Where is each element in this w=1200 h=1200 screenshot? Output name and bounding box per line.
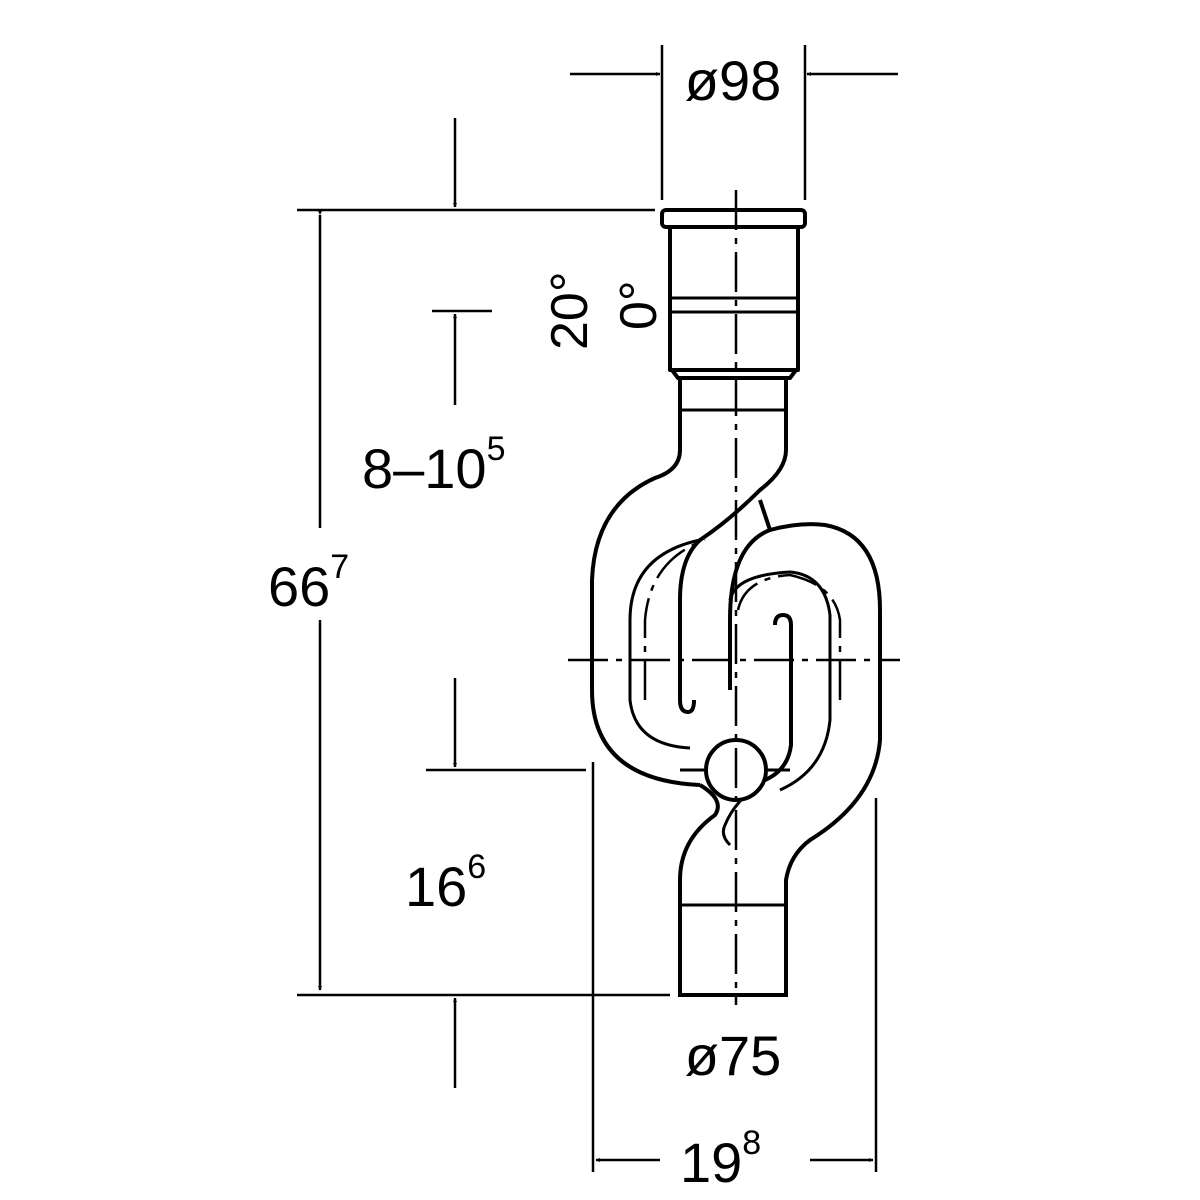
upper-bend-outer	[590, 378, 701, 787]
center-lines	[568, 190, 900, 1005]
bottom-diameter-label: ø75	[685, 1024, 782, 1087]
socket-neck	[670, 368, 798, 380]
top-diameter-label: ø98	[685, 49, 782, 112]
dimension-lines	[297, 45, 898, 1172]
upper-bend-inner	[678, 378, 788, 714]
right-loop-outer	[758, 499, 882, 995]
angle-20-label: 20°	[541, 271, 599, 350]
total-height-label: 667	[268, 548, 349, 618]
outlet-height-label: 166	[405, 848, 486, 918]
socket-rim	[660, 208, 807, 229]
angle-0-label: 0°	[610, 280, 668, 330]
total-width-label: 198	[680, 1124, 761, 1194]
inlet-depth-label: 8–105	[362, 430, 506, 500]
lower-bend	[678, 783, 720, 995]
right-loop-inner	[728, 528, 793, 782]
